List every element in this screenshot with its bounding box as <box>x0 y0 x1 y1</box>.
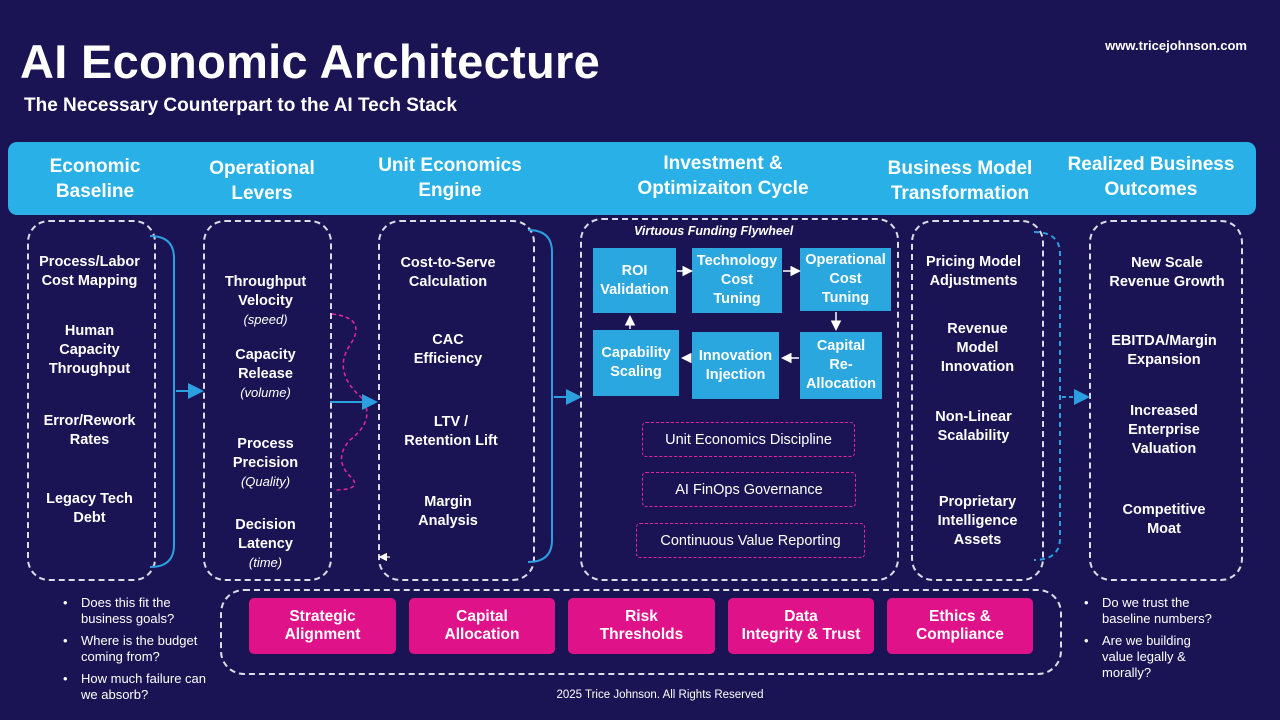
governance-strategic-alignment: Strategic Alignment <box>249 598 396 654</box>
list-item: Non-Linear Scalability <box>935 409 1012 444</box>
discipline-unit-economics: Unit Economics Discipline <box>642 422 855 457</box>
question-item: Are we building value legally & morally? <box>1084 633 1214 681</box>
header-realized-outcomes: Realized Business Outcomes <box>1067 153 1235 200</box>
questions-right: Do we trust the baseline numbers? Are we… <box>1084 595 1214 681</box>
list-item: Competitive Moat <box>1122 502 1206 537</box>
questions-left: Does this fit the business goals? Where … <box>63 595 223 703</box>
wavy-connector <box>331 313 368 491</box>
lever-label: Decision Latency <box>235 517 296 552</box>
page-subtitle: The Necessary Counterpart to the AI Tech… <box>24 95 457 116</box>
question-item: Where is the budget coming from? <box>63 633 223 665</box>
governance-risk-thresholds: Risk Thresholds <box>568 598 715 654</box>
flywheel-box-operational-cost: Operational Cost Tuning <box>800 248 891 311</box>
governance-capital-allocation: Capital Allocation <box>409 598 555 654</box>
question-item: How much failure can we absorb? <box>63 671 223 703</box>
list-item: Proprietary Intelligence Assets <box>937 494 1018 548</box>
header-investment-cycle: Investment & Optimizaiton Cycle <box>637 152 809 199</box>
list-item: Revenue Model Innovation <box>940 321 1015 375</box>
list-item: LTV / Retention Lift <box>404 414 498 449</box>
governance-data-integrity: Data Integrity & Trust <box>728 598 874 654</box>
header-band: Economic Baseline Operational Levers Uni… <box>8 142 1256 215</box>
list-item: Capacity Release (volume) <box>203 327 328 421</box>
list-item: Error/Rework Rates <box>43 413 136 448</box>
list-item: New Scale Revenue Growth <box>1109 255 1225 290</box>
operational-levers-box <box>203 220 332 581</box>
realized-outcomes-box <box>1089 220 1243 581</box>
discipline-ai-finops: AI FinOps Governance <box>642 472 856 507</box>
website-link[interactable]: www.tricejohnson.com <box>1105 38 1247 53</box>
flywheel-title: Virtuous Funding Flywheel <box>634 224 794 238</box>
discipline-value-reporting: Continuous Value Reporting <box>636 523 865 558</box>
flywheel-box-capital-reallocation: Capital Re- Allocation <box>800 332 882 399</box>
list-item: Legacy Tech Debt <box>46 491 133 526</box>
list-item: Process Precision (Quality) <box>203 416 328 510</box>
list-item: Pricing Model Adjustments <box>925 254 1022 289</box>
flywheel-box-innovation-injection: Innovation Injection <box>692 332 779 399</box>
list-item: EBITDA/Margin Expansion <box>1111 333 1217 368</box>
header-economic-baseline: Economic Baseline <box>49 155 141 202</box>
header-operational-levers: Operational Levers <box>209 157 315 204</box>
list-item: Process/Labor Cost Mapping <box>39 254 140 289</box>
page-title: AI Economic Architecture <box>20 35 601 88</box>
governance-band <box>220 589 1062 675</box>
flywheel-box-capability-scaling: Capability Scaling <box>593 330 679 396</box>
list-item: Throughput Velocity (speed) <box>203 254 328 348</box>
lever-note: (volume) <box>240 385 291 400</box>
footer-copyright: 2025 Trice Johnson. All Rights Reserved <box>556 689 764 701</box>
header-unit-economics-engine: Unit Economics Engine <box>378 154 522 201</box>
governance-ethics-compliance: Ethics & Compliance <box>887 598 1033 654</box>
list-item: Increased Enterprise Valuation <box>1128 403 1200 457</box>
lever-label: Capacity Release <box>235 347 296 382</box>
list-item: CAC Efficiency <box>413 332 483 367</box>
list-item: Margin Analysis <box>418 494 478 529</box>
question-item: Do we trust the baseline numbers? <box>1084 595 1214 627</box>
flywheel-box-technology-cost: Technology Cost Tuning <box>692 248 782 313</box>
header-business-model: Business Model Transformation <box>887 157 1033 204</box>
lever-note: (Quality) <box>240 474 291 489</box>
lever-label: Throughput Velocity <box>224 274 307 309</box>
lever-note: (speed) <box>243 312 288 327</box>
lever-note: (time) <box>248 555 283 570</box>
list-item: Human Capacity Throughput <box>48 323 131 377</box>
list-item: Cost-to-Serve Calculation <box>400 255 496 290</box>
question-item: Does this fit the business goals? <box>63 595 223 627</box>
lever-label: Process Precision <box>232 436 299 471</box>
flywheel-box-roi-validation: ROI Validation <box>593 248 676 313</box>
list-item: Decision Latency (time) <box>203 497 328 591</box>
